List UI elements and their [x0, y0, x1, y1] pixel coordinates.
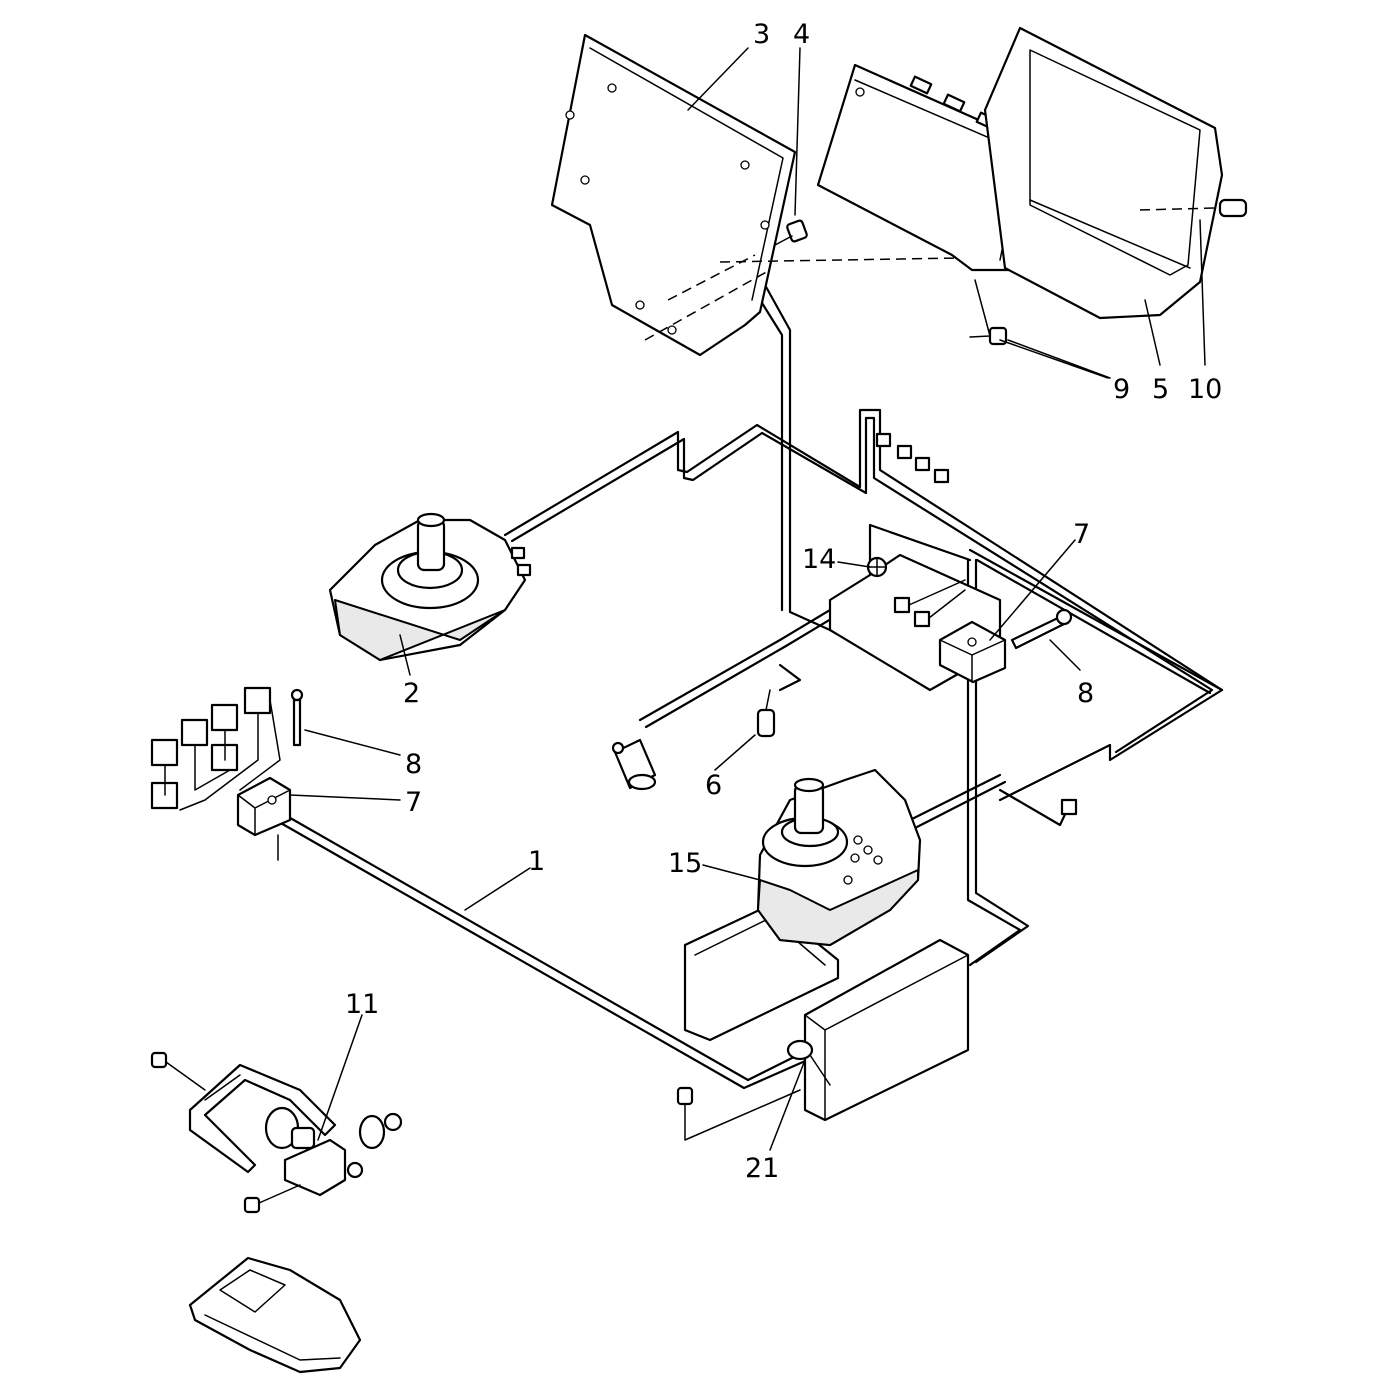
capacitor	[611, 738, 657, 791]
leader-lines	[289, 47, 1206, 1151]
control-module-5	[816, 26, 1248, 320]
callout-2: 2	[403, 678, 420, 709]
joystick-controller-15	[683, 768, 922, 1042]
callout-8-left: 8	[405, 749, 422, 780]
callout-15: 15	[668, 848, 702, 879]
connector-small	[1060, 798, 1078, 816]
bolt-8-left	[290, 688, 304, 747]
callout-1: 1	[528, 846, 545, 877]
callout-11: 11	[345, 989, 379, 1020]
callout-10: 10	[1188, 374, 1222, 405]
callout-9: 9	[1113, 374, 1130, 405]
screw-4	[719, 219, 961, 263]
callout-3: 3	[753, 19, 770, 50]
connector-pair	[893, 579, 966, 628]
bolt-8-right	[1010, 608, 1073, 650]
screw-21	[676, 1086, 801, 1141]
relay-cluster	[150, 686, 281, 811]
callout-21: 21	[745, 1153, 779, 1184]
joystick-controller-2	[328, 512, 532, 662]
callout-6: 6	[705, 770, 722, 801]
callout-14: 14	[802, 544, 836, 575]
callout-7-left: 7	[405, 787, 422, 818]
sensor-6	[756, 689, 776, 738]
screw-9	[969, 279, 1111, 379]
protective-cover	[188, 1256, 362, 1374]
callout-8-right: 8	[1077, 678, 1094, 709]
callout-7-right: 7	[1073, 519, 1090, 550]
callout-labels: 3 4 9 5 10 7 14 8 2 8 7 6 1 15 11 21	[345, 19, 1222, 1184]
connector-strip	[875, 432, 950, 484]
mounting-plate-3	[550, 33, 797, 357]
clamp-7-left	[236, 776, 292, 861]
callout-5: 5	[1152, 374, 1169, 405]
mounting-bracket-11	[150, 1051, 403, 1214]
clamp-7-right	[938, 620, 1007, 684]
connector-14	[866, 556, 888, 578]
junction-box-21	[786, 938, 970, 1122]
callout-4: 4	[793, 19, 810, 50]
